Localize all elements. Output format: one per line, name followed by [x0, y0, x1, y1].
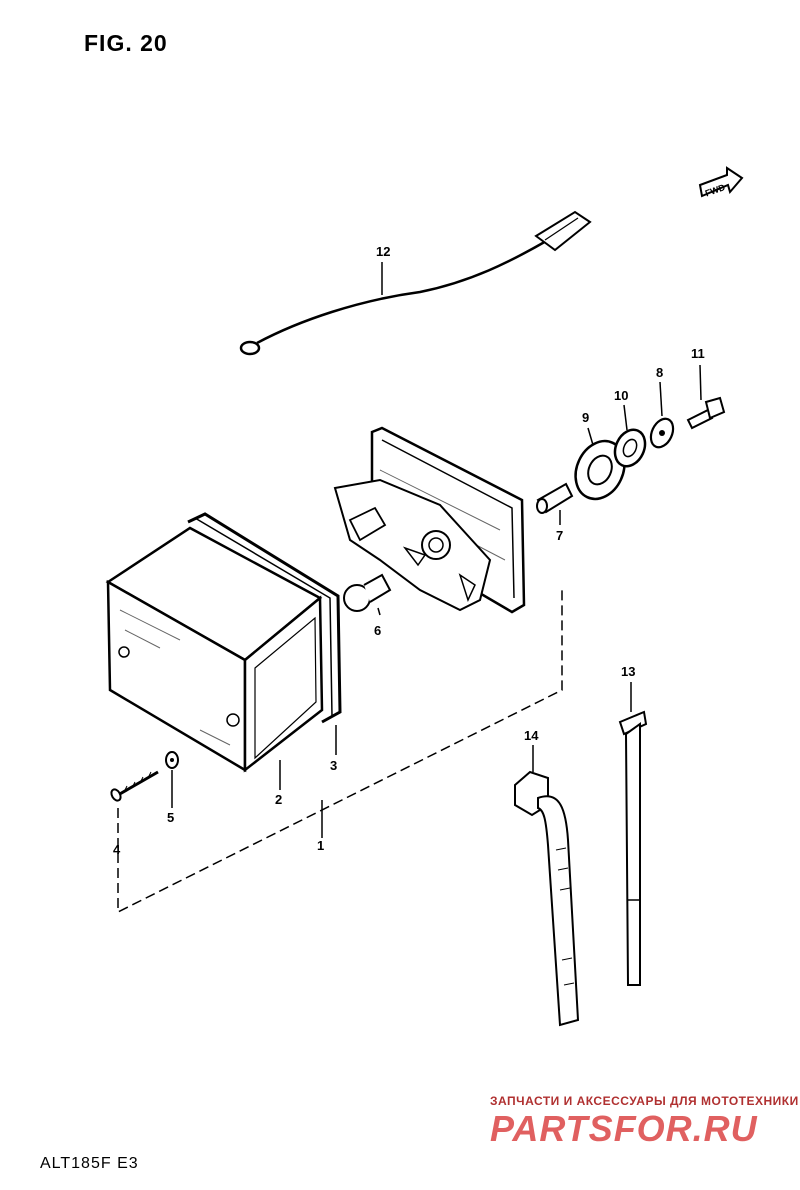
cable-clamp [514, 770, 580, 1027]
part-label-7: 7 [556, 528, 563, 543]
washer-10 [613, 428, 647, 468]
watermark-caption: ЗАПЧАСТИ И АКСЕССУАРЫ ДЛЯ МОТОТЕХНИКИ [490, 1094, 799, 1108]
part-label-13: 13 [621, 664, 635, 679]
grommet [574, 439, 626, 501]
washer-5 [165, 751, 179, 769]
part-label-11: 11 [691, 346, 705, 361]
part-label-1: 1 [317, 838, 324, 853]
bulb [343, 573, 392, 612]
model-code: ALT185F E3 [40, 1155, 139, 1172]
fwd-arrow-icon: FWD [698, 166, 744, 199]
part-labels: 12 9 10 8 11 7 6 3 2 1 5 4 13 14 [113, 244, 705, 857]
part-label-5: 5 [167, 810, 174, 825]
part-label-9: 9 [582, 410, 589, 425]
bolt [686, 396, 726, 430]
part-label-10: 10 [614, 388, 628, 403]
leader-lines [117, 262, 702, 914]
clamp-strap [618, 710, 648, 986]
part-label-12: 12 [376, 244, 390, 259]
ground-wire [239, 210, 592, 356]
tail-lamp-lens [105, 526, 324, 773]
lens-gasket [187, 512, 342, 724]
part-label-6: 6 [374, 623, 381, 638]
washer-8 [649, 417, 675, 449]
part-label-3: 3 [330, 758, 337, 773]
watermark-logo: PARTSFOR.RU [490, 1108, 758, 1149]
tail-lamp-housing [333, 426, 526, 614]
part-label-14: 14 [524, 728, 539, 743]
part-label-8: 8 [656, 365, 663, 380]
part-label-2: 2 [275, 792, 282, 807]
part-label-4: 4 [113, 842, 121, 857]
spacer [536, 482, 574, 514]
screw [110, 770, 159, 802]
figure-title: FIG. 20 [84, 30, 168, 56]
